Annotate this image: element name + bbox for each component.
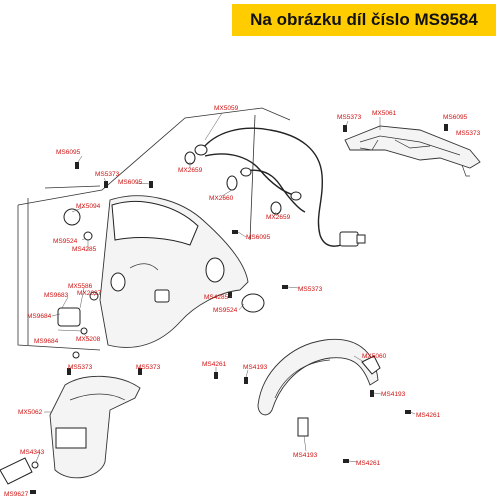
label-ms4285-a: MS4285 [72, 246, 97, 253]
bulbs [184, 151, 282, 215]
label-ms5373-b1: MS5373 [68, 364, 93, 371]
label-ms4261-a: MS4261 [202, 361, 227, 368]
rear-bracket [344, 125, 481, 177]
label-mx2659-b: MX2659 [266, 214, 291, 221]
label-ms9627: MS9627 [4, 491, 29, 498]
label-ms9684-b: MS9684 [34, 338, 59, 345]
label-mx2659-a: MX2659 [178, 167, 203, 174]
label-ms5373-c: MS5373 [298, 286, 323, 293]
label-mx5586: MX5586 [68, 283, 93, 290]
label-ms6095-tr: MS6095 [443, 114, 468, 121]
label-ms6095-l: MS6095 [56, 149, 81, 156]
label-mx5060: MX5060 [362, 353, 387, 360]
part-labels: MX5059 MX5061 MS5373 MS6095 MS5373 MS609… [4, 105, 481, 498]
label-ms4261-b: MS4261 [416, 412, 441, 419]
label-ms5373-b2: MS5373 [136, 364, 161, 371]
wiring-harness [194, 127, 366, 247]
license-plate-holder [0, 375, 141, 485]
label-mx5062: MX5062 [18, 409, 43, 416]
label-ms4261-c: MS4261 [356, 460, 381, 467]
label-ms4193-b: MS4193 [381, 391, 406, 398]
label-ms4193-c: MS4193 [293, 452, 318, 459]
label-mx2660: MX2660 [209, 195, 234, 202]
label-ms6095-c: MS6095 [246, 234, 271, 241]
header-banner: Na obrázku díl číslo MS9584 [232, 4, 496, 36]
label-ms5373-l: MS5373 [95, 171, 120, 178]
label-mx2627: MX2627 [77, 290, 102, 297]
label-ms9683: MS9683 [44, 292, 69, 299]
label-ms4343: MS4343 [20, 449, 45, 456]
tail-light-housing [57, 195, 265, 359]
label-ms5373-tr: MS5373 [337, 114, 362, 121]
label-mx5094: MX5094 [76, 203, 101, 210]
header-title: Na obrázku díl číslo MS9584 [250, 10, 478, 29]
assembly-frames [17, 107, 291, 351]
label-ms6095-l2: MS6095 [118, 179, 143, 186]
label-mx5208: MX5208 [76, 336, 101, 343]
label-mx5061: MX5061 [372, 110, 397, 117]
label-ms9524-b: MS9524 [213, 307, 238, 314]
label-ms4285-b: MS4285 [204, 294, 229, 301]
label-ms9524-a: MS9524 [53, 238, 78, 245]
leader-lines [35, 112, 416, 463]
rear-fender [257, 338, 381, 437]
label-ms9684-a: MS9684 [27, 313, 52, 320]
label-mx5059: MX5059 [214, 105, 239, 112]
label-ms4193-a: MS4193 [243, 364, 268, 371]
screws [30, 124, 448, 494]
label-ms5373-tr2: MS5373 [456, 130, 481, 137]
